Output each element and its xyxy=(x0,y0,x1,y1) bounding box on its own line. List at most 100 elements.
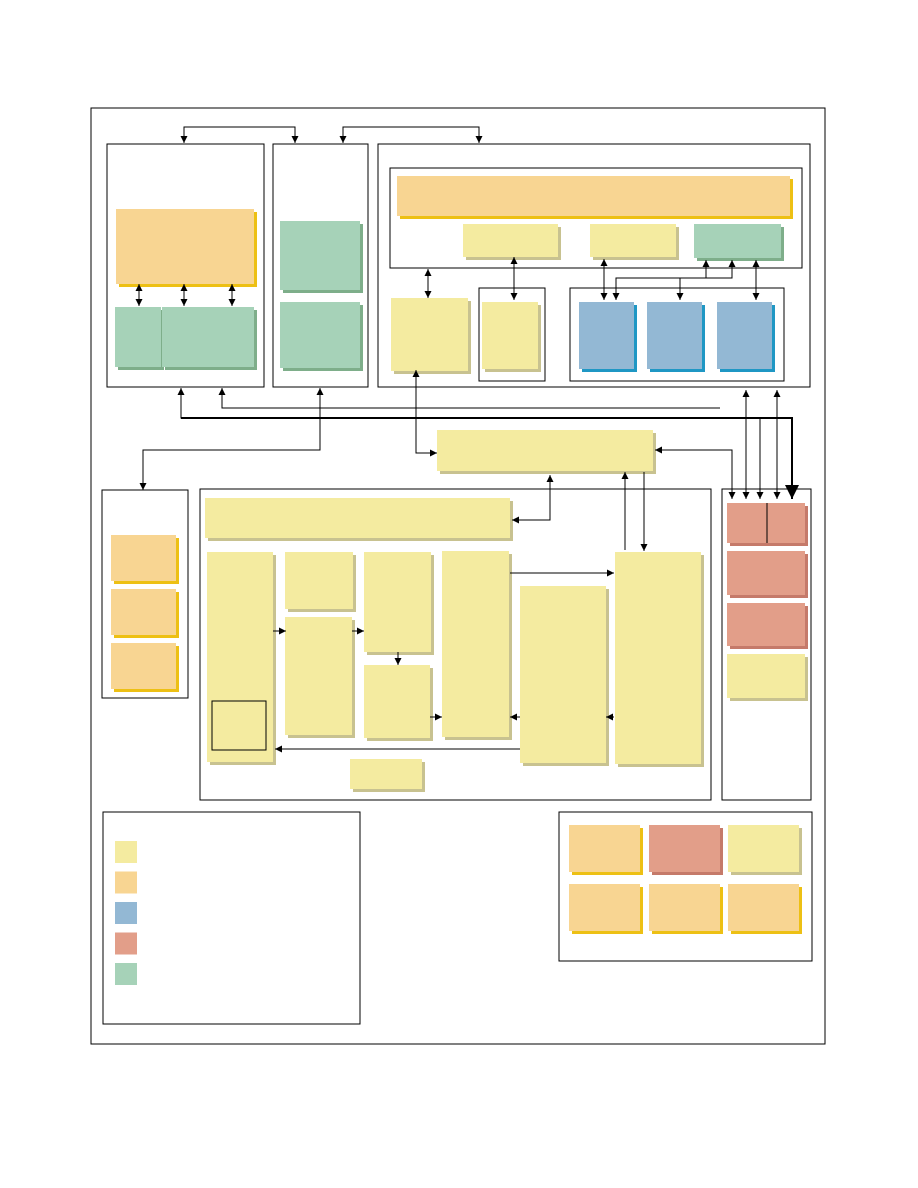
outer-frame xyxy=(90,107,826,1045)
link-bus-thick xyxy=(181,417,799,499)
block-side-left-1-face xyxy=(111,535,176,581)
block-center-d-face xyxy=(364,665,430,738)
palette-swatch-6 xyxy=(728,884,802,934)
link-top-middle-right xyxy=(339,126,483,143)
block-center-e-face xyxy=(442,551,509,737)
palette-swatch-6-face xyxy=(728,884,799,931)
palette-swatch-4 xyxy=(569,884,643,934)
block-side-left-2 xyxy=(111,589,179,638)
block-left-top xyxy=(116,209,257,287)
block-side-right-2 xyxy=(727,551,808,598)
palette-swatch-3 xyxy=(728,825,802,875)
block-hub xyxy=(437,430,656,474)
palette-swatch-3-face xyxy=(728,825,799,872)
palette-swatch-1-face xyxy=(569,825,640,872)
link-hub-up xyxy=(412,370,437,457)
block-center-a xyxy=(285,552,356,612)
block-right-header xyxy=(397,176,793,219)
link-left-bottom-2 xyxy=(218,388,720,409)
block-side-left-3-face xyxy=(111,643,176,689)
block-side-right-1 xyxy=(727,503,808,546)
group-frame-left xyxy=(106,143,265,388)
block-left-bottom-a-face xyxy=(115,307,161,367)
block-center-b-face xyxy=(285,617,352,735)
block-middle-bottom-face xyxy=(280,302,360,368)
block-left-bottom-b-face xyxy=(162,307,254,367)
group-frame-right xyxy=(377,143,811,388)
block-center-b xyxy=(285,617,355,738)
block-center-a-face xyxy=(285,552,353,609)
block-right-row-2 xyxy=(590,224,679,260)
block-center-g-face xyxy=(615,552,701,764)
legend-swatch-blue xyxy=(115,902,137,924)
block-right-row-1-face xyxy=(463,224,558,257)
block-middle-top xyxy=(280,221,363,293)
block-center-c xyxy=(364,552,434,655)
palette-swatch-5 xyxy=(649,884,723,934)
block-center-small-face xyxy=(350,759,422,789)
block-right-row-1 xyxy=(463,224,561,260)
block-right-blue-2-face xyxy=(647,302,702,369)
block-center-g xyxy=(615,552,704,767)
legend-swatch-green xyxy=(115,963,137,985)
group-frame-side-right xyxy=(721,488,812,801)
block-right-row-3 xyxy=(694,224,784,261)
block-center-header-face xyxy=(205,498,510,538)
block-center-f xyxy=(520,586,609,766)
block-center-c-face xyxy=(364,552,431,652)
block-center-d xyxy=(364,665,433,741)
block-right-low-2-face xyxy=(482,302,538,369)
palette-swatch-1 xyxy=(569,825,643,875)
block-center-header xyxy=(205,498,513,541)
block-right-header-face xyxy=(397,176,790,216)
group-frame-middle xyxy=(272,143,369,388)
legend-swatch-orange xyxy=(115,871,137,894)
block-hub-face xyxy=(437,430,653,471)
block-right-blue-1-face xyxy=(579,302,634,369)
block-left-top-face xyxy=(116,209,254,284)
legend xyxy=(115,841,137,985)
palette-swatch-4-face xyxy=(569,884,640,931)
palette-swatch-5-face xyxy=(649,884,720,931)
block-right-blue-1 xyxy=(579,302,637,372)
inner-outline-box xyxy=(211,700,267,751)
block-right-low-2 xyxy=(482,302,541,372)
palette-swatch-2-face xyxy=(649,825,720,872)
legend-frame xyxy=(102,811,361,1025)
blocks-layer xyxy=(111,176,808,934)
block-right-row-3-face xyxy=(694,224,781,258)
block-side-right-4-face xyxy=(727,654,805,698)
block-side-left-2-face xyxy=(111,589,176,635)
group-frame-right-inner xyxy=(389,167,803,269)
palette-frame xyxy=(558,811,813,962)
link-hub-right xyxy=(655,446,736,499)
link-middle-bottom xyxy=(139,388,324,490)
legend-swatch-light-yellow xyxy=(115,841,137,863)
block-right-blue-3-face xyxy=(717,302,772,369)
block-side-right-1-face xyxy=(727,503,805,543)
group-frame-side-left xyxy=(101,489,189,699)
link-r4 xyxy=(612,260,710,300)
block-left-bottom-a xyxy=(115,307,164,370)
connections-layer xyxy=(135,126,799,753)
block-side-right-3-face xyxy=(727,603,805,646)
block-right-low-1-face xyxy=(391,298,468,371)
block-right-row-2-face xyxy=(590,224,676,257)
block-middle-bottom xyxy=(280,302,363,371)
block-side-right-2-face xyxy=(727,551,805,595)
block-side-right-4 xyxy=(727,654,808,701)
block-right-low-1 xyxy=(391,298,471,374)
block-left-bottom-b xyxy=(162,307,257,370)
block-center-tall-left-face xyxy=(207,552,273,762)
block-right-blue-3 xyxy=(717,302,775,372)
block-side-left-3 xyxy=(111,643,179,692)
block-middle-top-face xyxy=(280,221,360,290)
block-center-small xyxy=(350,759,425,792)
link-r5 xyxy=(676,260,736,300)
block-right-blue-2 xyxy=(647,302,705,372)
block-center-f-face xyxy=(520,586,606,763)
block-side-left-1 xyxy=(111,535,179,584)
block-center-e xyxy=(442,551,512,740)
link-top-left-middle xyxy=(180,126,299,143)
